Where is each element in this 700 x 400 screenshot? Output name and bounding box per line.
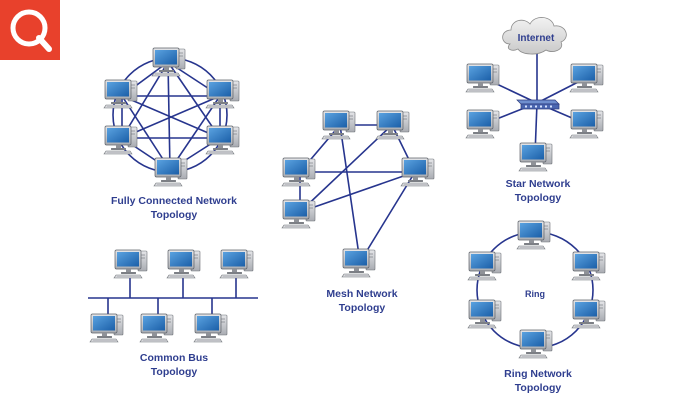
mesh-links [299, 124, 416, 263]
computer-icon [219, 249, 254, 279]
computer-icon [569, 109, 604, 139]
network-hub-icon [516, 99, 560, 110]
computer-icon [518, 329, 553, 359]
ring-caption-line1: Ring Network [504, 368, 572, 380]
bus-caption-line2: Topology [151, 366, 198, 378]
magnifier-q-icon [10, 9, 52, 52]
bus-caption-line1: Common Bus [140, 352, 208, 364]
computer-icon [465, 109, 500, 139]
bus-topology: Common Bus Topology [88, 249, 258, 378]
computer-icon [205, 79, 240, 109]
star-caption-line2: Topology [515, 192, 562, 204]
star-caption-line1: Star Network [506, 178, 571, 190]
computer-icon [516, 220, 551, 250]
computer-icon [400, 157, 435, 187]
computer-icon [571, 251, 606, 281]
computer-icon [571, 299, 606, 329]
computer-icon [281, 157, 316, 187]
computer-icon [281, 199, 316, 229]
computer-icon [139, 313, 174, 343]
mesh-caption-line2: Topology [339, 302, 386, 314]
computer-icon [113, 249, 148, 279]
bus-links [88, 275, 258, 318]
computer-icon [518, 142, 553, 172]
computer-icon [205, 125, 240, 155]
star-topology: Internet Star Network Topology [465, 17, 604, 204]
computer-icon [166, 249, 201, 279]
computer-icon [151, 47, 186, 77]
fully-connected-caption-line2: Topology [151, 209, 198, 221]
computer-icon [465, 63, 500, 93]
mesh-topology: Mesh Network Topology [281, 110, 435, 314]
fully-connected-caption-line1: Fully Connected Network [111, 195, 237, 207]
internet-cloud: Internet [502, 17, 567, 55]
internet-label: Internet [518, 33, 555, 44]
computer-icon [467, 251, 502, 281]
computer-icon [569, 63, 604, 93]
computer-icon [193, 313, 228, 343]
ring-caption-line2: Topology [515, 382, 562, 394]
logo [0, 0, 60, 60]
computer-icon [103, 125, 138, 155]
ring-center-label: Ring [525, 289, 545, 299]
computer-icon [321, 110, 356, 140]
computer-icon [89, 313, 124, 343]
fully-connected-topology: Fully Connected Network Topology [103, 47, 240, 221]
computer-icon [153, 157, 188, 187]
mesh-caption-line1: Mesh Network [326, 288, 397, 300]
computer-icon [467, 299, 502, 329]
ring-topology: Ring Ring Network Topology [467, 220, 606, 394]
computer-icon [341, 248, 376, 278]
computer-icon [103, 79, 138, 109]
